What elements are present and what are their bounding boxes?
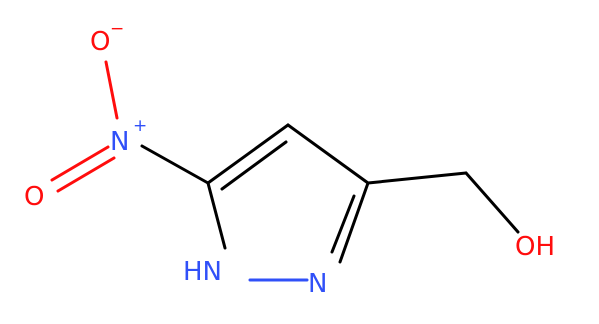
- bond-c5-c4: [206, 123, 290, 185]
- bond-n-o-double-a: [50, 145, 110, 182]
- charge-minus: −: [110, 19, 124, 39]
- bond-c5-nh: [206, 181, 227, 250]
- atom-n-plus: N: [110, 127, 129, 157]
- bond-n-o-double-b: [56, 156, 116, 193]
- bond-c3-ch2: [366, 171, 468, 185]
- bond-o-minus-n-plus: [104, 60, 119, 120]
- atom-o-double: O: [24, 182, 44, 212]
- atom-nh: HN: [183, 257, 222, 287]
- bonds: [50, 60, 520, 282]
- bond-n-plus-c5: [140, 144, 210, 185]
- atom-oh: OH: [515, 232, 555, 262]
- bond-c4-c3: [286, 123, 370, 185]
- bond-c3-n-inner: [330, 194, 356, 254]
- bond-c5-c4-inner: [220, 140, 288, 191]
- atom-o-minus: O: [90, 27, 110, 57]
- charge-plus: +: [133, 116, 147, 136]
- bond-c3-n: [338, 181, 370, 264]
- bond-ch2-oh: [464, 171, 520, 234]
- atom-n-ring: N: [308, 269, 327, 299]
